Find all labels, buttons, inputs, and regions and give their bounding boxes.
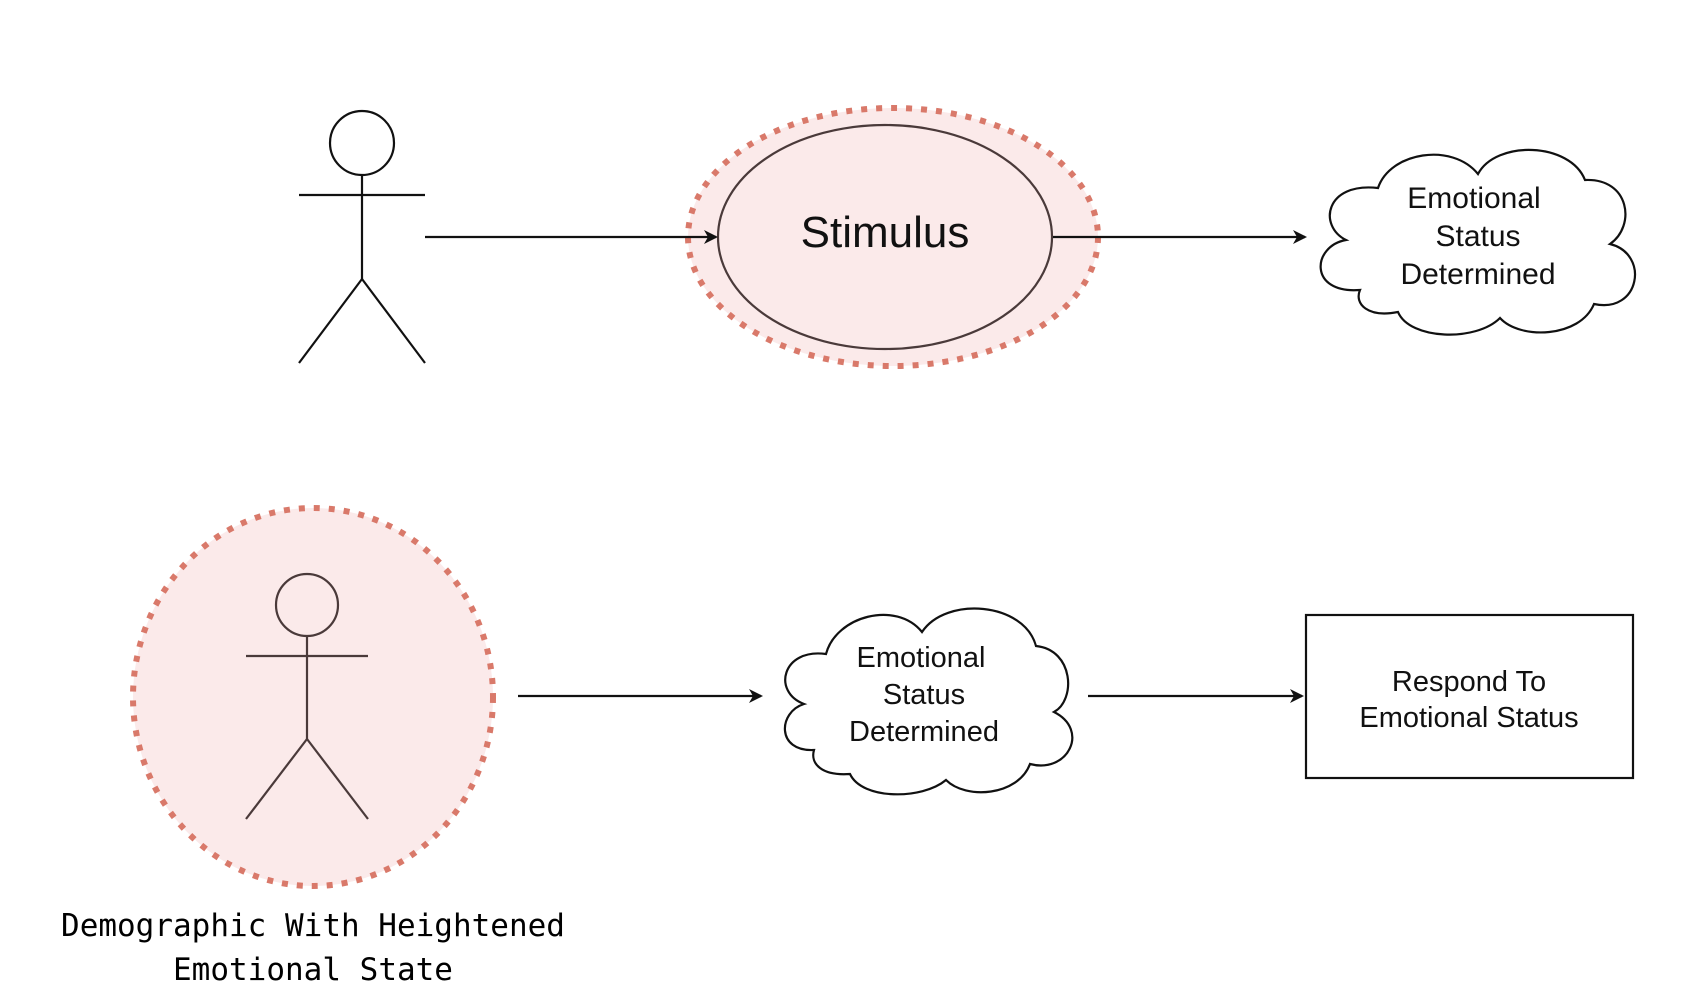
- response-box: Respond To Emotional Status: [1304, 613, 1635, 780]
- stimulus-label: Stimulus: [801, 208, 970, 257]
- top-status-cloud-line-1: Emotional: [1407, 182, 1540, 215]
- response-box-line-2: Emotional Status: [1359, 702, 1578, 734]
- bottom-actor: [245, 572, 369, 820]
- response-box-line-1: Respond To: [1392, 666, 1546, 698]
- response-box-rect: [1304, 613, 1635, 780]
- bottom-actor-group: [130, 505, 496, 889]
- stimulus-ellipse: [716, 123, 1054, 351]
- top-actor: [298, 109, 426, 364]
- bottom-actor-highlight: [130, 505, 496, 889]
- bottom-status-cloud-line-3: Determined: [849, 716, 999, 748]
- top-status-cloud-line-3: Determined: [1400, 258, 1555, 291]
- bottom-status-cloud-line-1: Emotional: [857, 642, 986, 674]
- top-actor-head: [328, 109, 396, 177]
- top-status-cloud-shape: [1319, 148, 1636, 336]
- bottom-actor-right-leg: [306, 738, 369, 820]
- top-actor-right-leg: [361, 278, 426, 364]
- bottom-status-cloud: Emotional Status Determined: [783, 607, 1074, 796]
- bottom-status-cloud-line-2: Status: [883, 679, 965, 711]
- bottom-status-cloud-shape: [783, 607, 1074, 796]
- bottom-actor-left-leg: [245, 738, 308, 820]
- actor-caption-line-2: Emotional State: [173, 952, 453, 988]
- top-status-cloud: Emotional Status Determined: [1319, 148, 1636, 336]
- top-actor-left-leg: [298, 278, 363, 364]
- top-status-cloud-line-2: Status: [1435, 220, 1520, 253]
- actor-caption-line-1: Demographic With Heightened: [61, 908, 565, 944]
- stimulus-node: Stimulus: [685, 105, 1101, 369]
